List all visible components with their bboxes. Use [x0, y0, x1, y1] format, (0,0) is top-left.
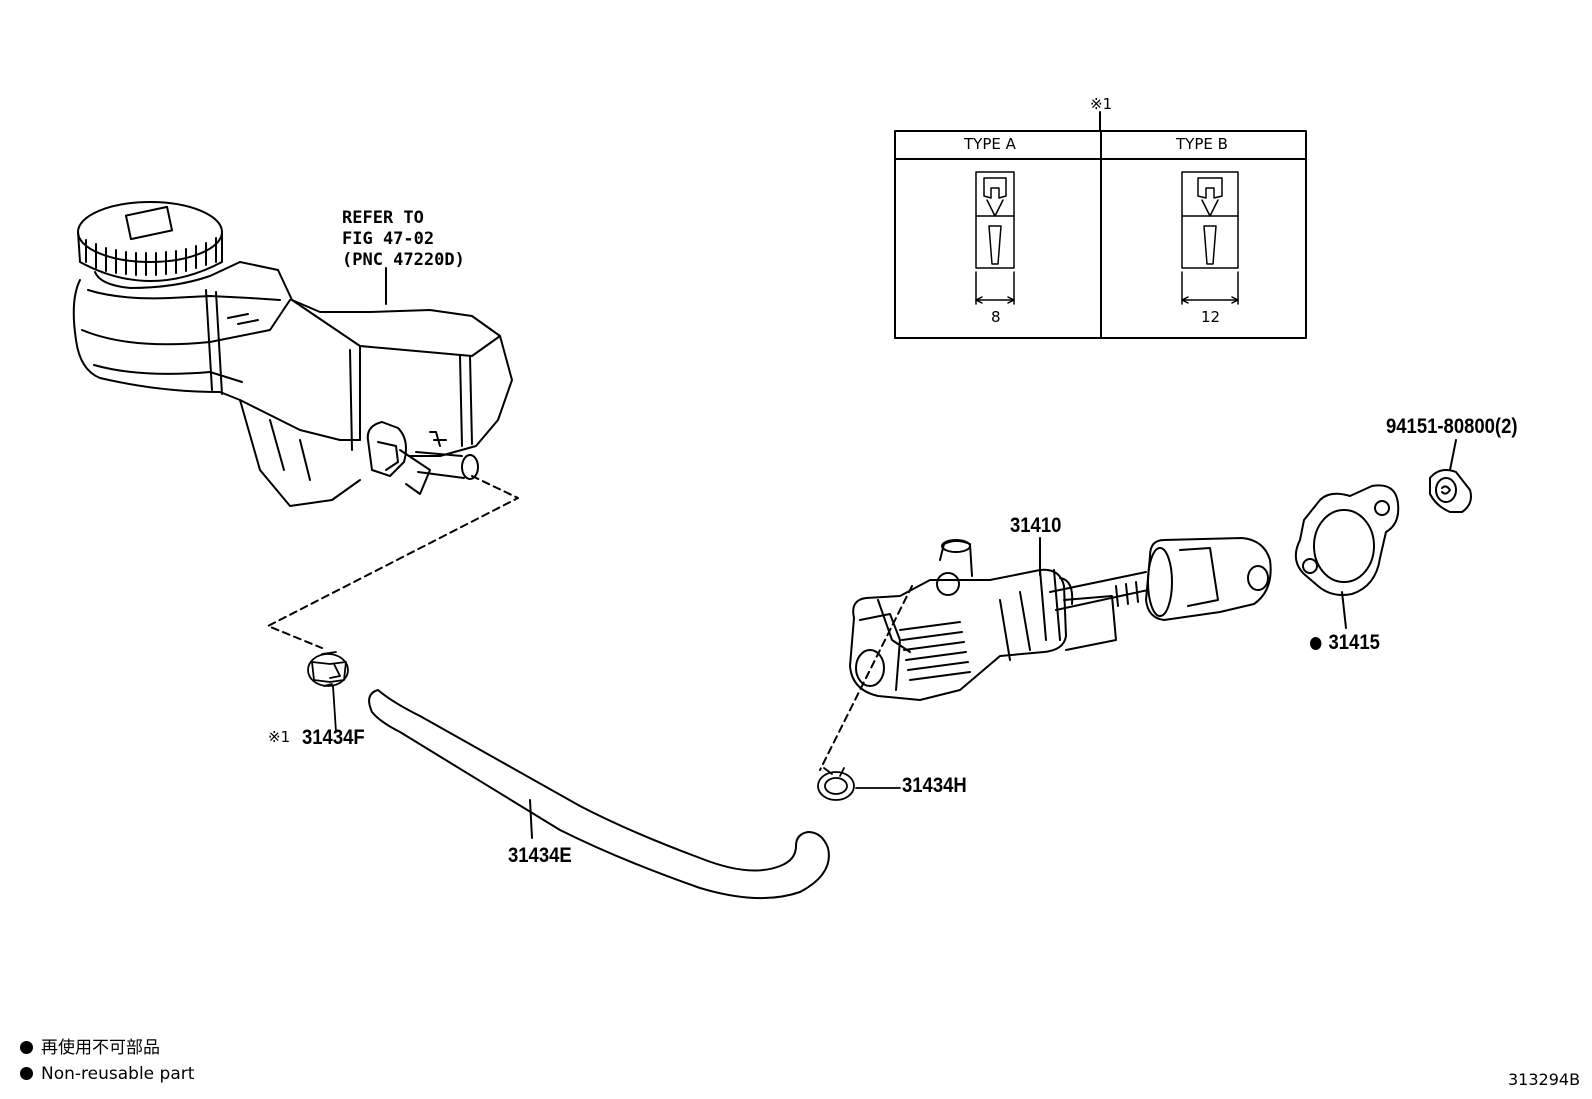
- legend-en: Non-reusable part: [20, 1066, 194, 1083]
- part-label-31434h[interactable]: 31434H: [902, 774, 967, 797]
- figure-id: 313294B: [1508, 1070, 1581, 1089]
- hose-illustration: [368, 689, 830, 900]
- clip-type-b-illustration: [1181, 171, 1239, 305]
- type-table-frame: [894, 111, 1307, 339]
- callout-note-line1: REFER TO: [342, 208, 424, 228]
- part-label-31410[interactable]: 31410: [1010, 514, 1062, 537]
- legend-en-text: Non-reusable part: [41, 1064, 195, 1084]
- dashed-routing-lines: [267, 475, 913, 771]
- hose-clip-h-illustration: [817, 767, 901, 801]
- gasket-illustration: [1294, 484, 1400, 629]
- legend-jp-text: 再使用不可部品: [41, 1038, 160, 1058]
- type-b-header: TYPE B: [1176, 135, 1228, 153]
- part-label-31415-text: 31415: [1328, 631, 1380, 654]
- master-cylinder-illustration: [849, 537, 1272, 701]
- legend-dot-icon: [20, 1041, 33, 1054]
- bushing-illustration: [1429, 439, 1472, 513]
- callout-note-line3: (PNC 47220D): [342, 250, 465, 270]
- type-a-header: TYPE A: [964, 135, 1016, 153]
- legend-dot-icon: [20, 1067, 33, 1080]
- part-label-31434e[interactable]: 31434E: [508, 844, 572, 867]
- clip-type-a-illustration: [975, 171, 1015, 305]
- part-31434f-marker: ※1: [268, 728, 291, 746]
- reservoir-tank-illustration: [72, 201, 513, 507]
- type-a-dimension: 8: [991, 308, 1001, 326]
- part-label-31415[interactable]: 31415: [1310, 632, 1380, 653]
- hose-clip-f-illustration: [307, 651, 349, 733]
- legend-jp: 再使用不可部品: [20, 1040, 160, 1057]
- part-label-94151[interactable]: 94151-80800(2): [1386, 415, 1518, 438]
- callout-note-line2: FIG 47-02: [342, 229, 435, 249]
- type-table-marker: ※1: [1090, 95, 1113, 113]
- non-reusable-dot-icon: [1310, 637, 1322, 650]
- part-label-31434f[interactable]: 31434F: [302, 726, 365, 749]
- type-b-dimension: 12: [1201, 308, 1221, 326]
